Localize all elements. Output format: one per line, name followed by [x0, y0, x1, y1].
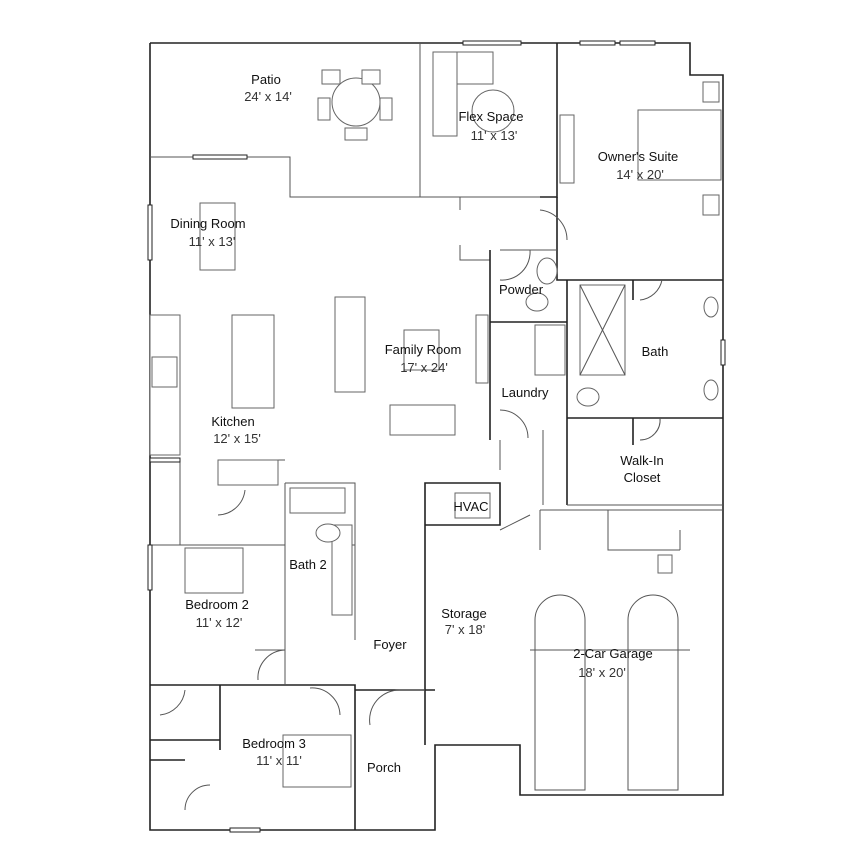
room-labels: Patio 24' x 14' Flex Space 11' x 13' Own…	[170, 72, 678, 775]
walls	[149, 42, 724, 831]
room-name: Closet	[624, 470, 661, 485]
room-name: Powder	[499, 282, 544, 297]
room-size: 11' x 13'	[189, 234, 236, 249]
room-size: 11' x 12'	[196, 615, 243, 630]
doors	[159, 209, 663, 811]
room-size: 11' x 13'	[471, 128, 518, 143]
room-name: Owner's Suite	[598, 149, 679, 164]
room-size: 14' x 20'	[616, 167, 664, 182]
room-name: Dining Room	[170, 216, 245, 231]
room-name: Bath 2	[289, 557, 327, 572]
room-name: Porch	[367, 760, 401, 775]
room-name: Laundry	[502, 385, 549, 400]
room-name: 2-Car Garage	[573, 646, 652, 661]
room-size: 7' x 18'	[445, 622, 485, 637]
room-size: 18' x 20'	[578, 665, 626, 680]
room-name: Flex Space	[458, 109, 523, 124]
furniture	[149, 51, 722, 791]
room-name: Bedroom 3	[242, 736, 306, 751]
room-name: Walk-In	[620, 453, 664, 468]
room-name: Bath	[642, 344, 669, 359]
room-size: 11' x 11'	[256, 753, 302, 768]
room-name: Storage	[441, 606, 487, 621]
room-name: Bedroom 2	[185, 597, 249, 612]
room-size: 12' x 15'	[213, 431, 261, 446]
windows	[147, 40, 726, 833]
room-size: 17' x 24'	[400, 360, 448, 375]
room-name: Kitchen	[211, 414, 254, 429]
room-name: HVAC	[453, 499, 488, 514]
room-name: Foyer	[373, 637, 407, 652]
room-name: Patio	[251, 72, 281, 87]
room-name: Family Room	[385, 342, 462, 357]
room-size: 24' x 14'	[244, 89, 292, 104]
